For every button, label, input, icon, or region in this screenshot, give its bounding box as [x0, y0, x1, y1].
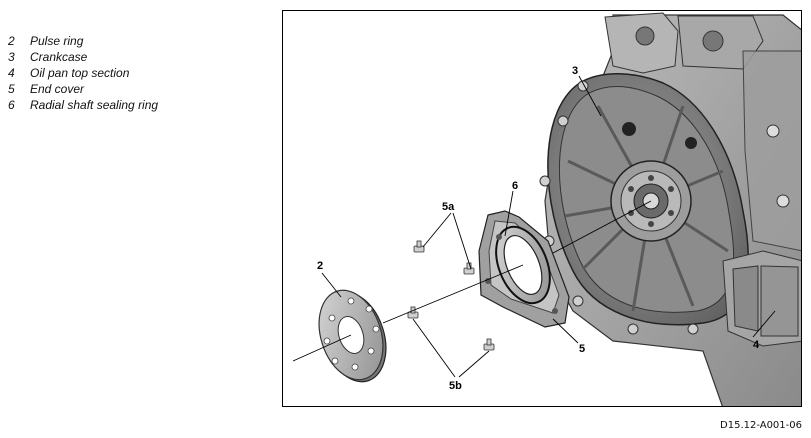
callout-5b: 5b — [449, 380, 462, 392]
exploded-view-figure: 2 3 4 5 5a 5b 6 — [282, 10, 802, 407]
exploded-view-illustration: 2 3 4 5 5a 5b 6 — [292, 12, 801, 406]
legend-number: 4 — [8, 66, 15, 80]
legend-text: Radial shaft sealing ring — [30, 98, 159, 112]
legend-item: 5 End cover — [8, 81, 158, 97]
callout-2: 2 — [317, 260, 323, 272]
leader-lines — [292, 75, 776, 378]
pulse-ring-drawing — [318, 289, 387, 383]
legend-number: 5 — [8, 82, 15, 96]
legend-text: End cover — [30, 82, 85, 96]
legend-item: 4 Oil pan top section — [8, 65, 158, 81]
callout-6: 6 — [512, 180, 518, 192]
legend-number: 3 — [8, 50, 15, 64]
callout-3: 3 — [572, 65, 578, 77]
callout-4: 4 — [753, 339, 760, 351]
end-cover-drawing — [478, 210, 570, 328]
legend-number: 2 — [8, 34, 15, 48]
legend-number: 6 — [8, 98, 15, 112]
legend-item: 6 Radial shaft sealing ring — [8, 97, 158, 113]
bolt-icons — [407, 240, 495, 351]
legend-text: Pulse ring — [30, 34, 84, 48]
crankcase-drawing — [539, 12, 801, 406]
legend-text: Crankcase — [30, 50, 88, 64]
figure-id: D15.12-A001-06 — [720, 420, 802, 431]
parts-legend: 2 Pulse ring 3 Crankcase 4 Oil pan top s… — [8, 33, 158, 113]
legend-item: 2 Pulse ring — [8, 33, 158, 49]
callout-5: 5 — [579, 343, 585, 355]
legend-text: Oil pan top section — [30, 66, 130, 80]
legend-item: 3 Crankcase — [8, 49, 158, 65]
callout-5a: 5a — [442, 201, 455, 213]
